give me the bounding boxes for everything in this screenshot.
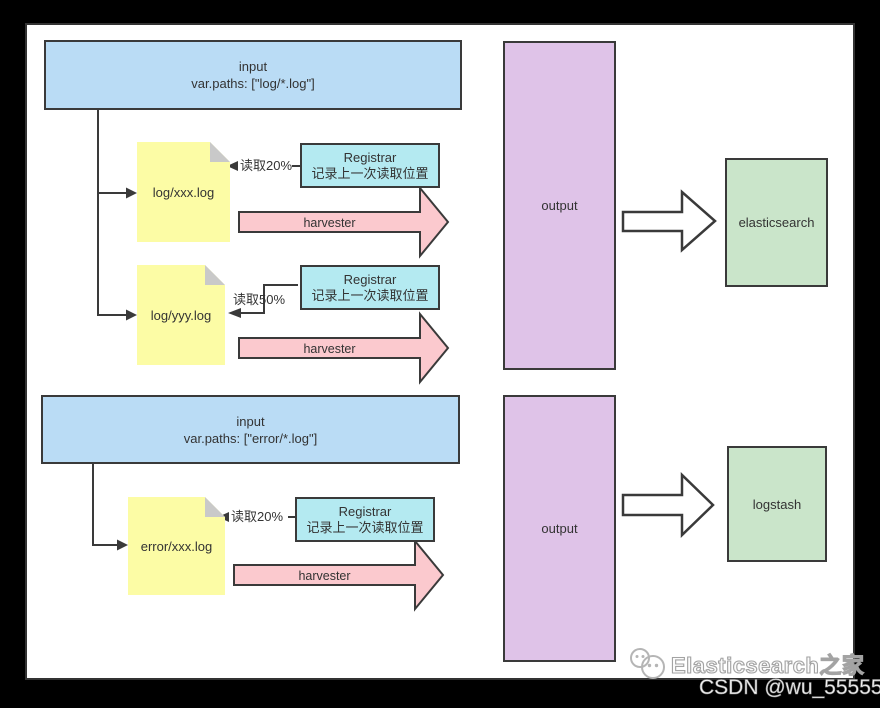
logstash-box: logstash bbox=[727, 446, 827, 562]
elasticsearch-box: elasticsearch bbox=[725, 158, 828, 287]
registrar-box-2-title: Registrar bbox=[343, 271, 397, 287]
note-fold-corner-icon bbox=[210, 142, 230, 162]
input-box-log: input var.paths: ["log/*.log"] bbox=[44, 40, 462, 110]
read-progress-label-2: 读取50% bbox=[233, 292, 286, 307]
registrar-box-3: Registrar 记录上一次读取位置 bbox=[295, 497, 435, 542]
output-box-2: output bbox=[503, 395, 616, 662]
elasticsearch-box-label: elasticsearch bbox=[738, 215, 815, 230]
registrar-box-3-title: Registrar bbox=[338, 503, 392, 519]
output-box-1-label: output bbox=[541, 198, 578, 213]
logstash-box-label: logstash bbox=[752, 496, 802, 512]
harvester-label-1: harvester bbox=[303, 215, 356, 230]
wechat-logo-icon bbox=[630, 648, 665, 679]
watermark: Elasticsearch之家 bbox=[628, 647, 864, 680]
watermark-brand: Elasticsearch之家 bbox=[670, 652, 865, 678]
input-box-error: input var.paths: ["error/*.log"] bbox=[41, 395, 460, 464]
input-box-log-paths: var.paths: ["log/*.log"] bbox=[191, 76, 315, 91]
read-progress-label-1: 读取20% bbox=[240, 158, 293, 173]
input-box-error-title: input bbox=[236, 413, 265, 429]
harvester-label-3: harvester bbox=[298, 568, 351, 583]
file-note-error-xxx-label: error/xxx.log bbox=[140, 538, 213, 554]
harvester-label-2: harvester bbox=[303, 341, 356, 356]
registrar-box-2: Registrar 记录上一次读取位置 bbox=[300, 265, 440, 310]
note-fold-corner-icon bbox=[205, 497, 225, 517]
registrar-box-1: Registrar 记录上一次读取位置 bbox=[300, 143, 440, 188]
registrar-box-1-title: Registrar bbox=[343, 149, 397, 165]
input-box-log-title: input bbox=[238, 59, 268, 74]
output-box-1: output bbox=[503, 41, 616, 370]
file-note-log-yyy-label: log/yyy.log bbox=[150, 307, 212, 323]
registrar-box-2-subtitle: 记录上一次读取位置 bbox=[311, 287, 429, 303]
input-box-error-paths: var.paths: ["error/*.log"] bbox=[183, 430, 318, 446]
output-box-2-label: output bbox=[541, 521, 578, 536]
file-note-log-xxx-label: log/xxx.log bbox=[152, 184, 215, 200]
read-progress-label-3: 读取20% bbox=[231, 509, 284, 524]
note-fold-corner-icon bbox=[205, 265, 225, 285]
registrar-box-3-subtitle: 记录上一次读取位置 bbox=[306, 519, 424, 535]
watermark-credit: CSDN @wu_55555 bbox=[699, 676, 880, 700]
registrar-box-1-subtitle: 记录上一次读取位置 bbox=[311, 165, 429, 181]
